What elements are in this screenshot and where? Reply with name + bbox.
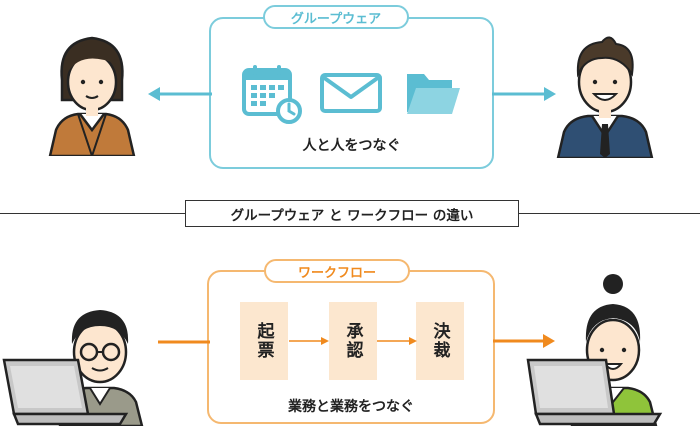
groupware-title: グループウェア xyxy=(263,5,409,29)
step-label: 起票 xyxy=(253,322,274,360)
workflow-title: ワークフロー xyxy=(264,259,410,283)
employee-with-laptop-avatar xyxy=(2,310,144,426)
folder-icon xyxy=(407,74,460,114)
step-decide: 決裁 xyxy=(416,302,464,380)
right-arrow-icon xyxy=(493,334,555,348)
right-arrow-icon xyxy=(492,87,556,101)
groupware-caption: 人と人をつなぐ xyxy=(302,138,401,154)
connector-line xyxy=(158,340,210,344)
step-draft: 起票 xyxy=(240,302,288,380)
step-label: 承認 xyxy=(342,322,363,360)
calendar-icon xyxy=(242,65,302,124)
left-arrow-icon xyxy=(148,87,212,101)
businessman-avatar xyxy=(556,36,654,158)
comparison-heading: グループウェア と ワークフロー の違い xyxy=(185,200,519,227)
step-approve: 承認 xyxy=(329,302,377,380)
workflow-caption: 業務と業務をつなぐ xyxy=(288,399,414,415)
step-label: 決裁 xyxy=(429,322,450,360)
businesswoman-avatar xyxy=(48,36,136,156)
step-arrow-icon xyxy=(377,337,417,345)
step-arrow-icon xyxy=(289,337,329,345)
employee-woman-with-laptop-avatar xyxy=(526,274,663,426)
mail-icon xyxy=(320,73,382,113)
